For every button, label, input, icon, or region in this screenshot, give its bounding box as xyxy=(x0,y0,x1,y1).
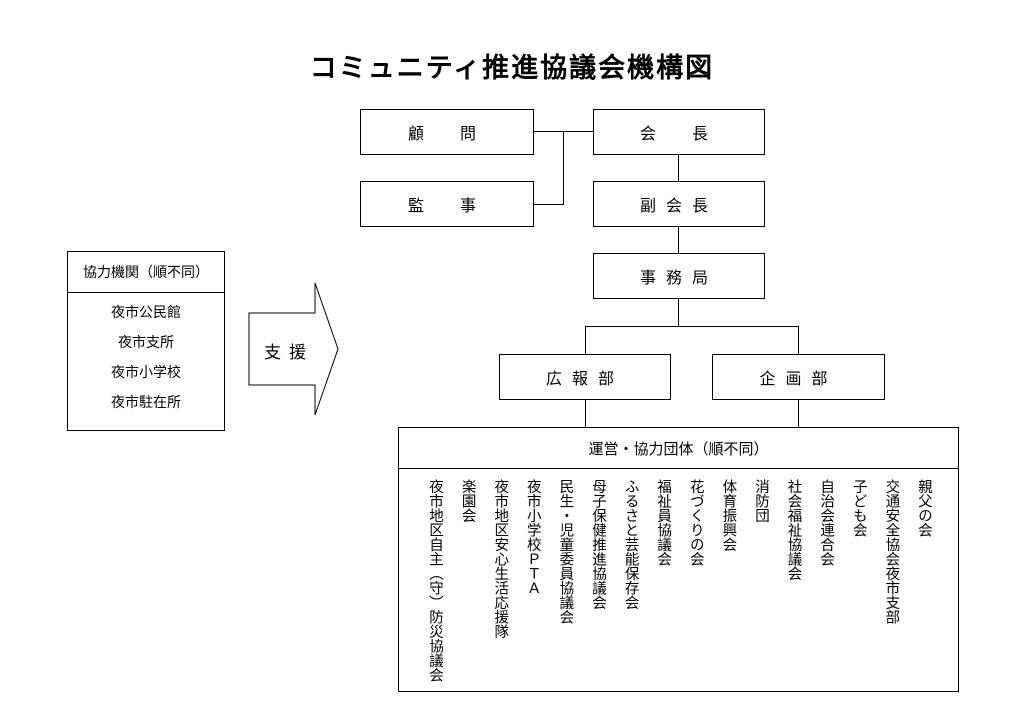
operating-groups-box: 運営・協力団体（順不同） 親父の会 交通安全協会夜市支部 子ども会 自治会連合会… xyxy=(398,427,959,692)
secretariat-label: 事務局 xyxy=(639,268,718,287)
connector-line xyxy=(585,326,586,354)
support-arrow-icon xyxy=(248,282,339,416)
list-item: 親父の会 xyxy=(915,479,932,537)
cooperating-orgs-heading: 協力機関（順不同） xyxy=(68,252,224,293)
list-item: 福祉員協議会 xyxy=(655,479,672,566)
planning-dept-label: 企画部 xyxy=(759,369,838,388)
vice-chair-box: 副会長 xyxy=(593,181,765,227)
cooperating-orgs-box: 協力機関（順不同） 夜市公民館 夜市支所 夜市小学校 夜市駐在所 xyxy=(67,251,225,431)
list-item: 夜市支所 xyxy=(118,335,174,351)
secretariat-box: 事務局 xyxy=(593,253,765,299)
list-item: 子ども会 xyxy=(850,479,867,537)
page-title: コミュニティ推進協議会機構図 xyxy=(309,53,715,84)
list-item: 夜市駐在所 xyxy=(111,395,181,411)
pr-dept-box: 広報部 xyxy=(499,354,671,400)
cooperating-orgs-list: 夜市公民館 夜市支所 夜市小学校 夜市駐在所 xyxy=(68,298,224,418)
connector-line xyxy=(678,226,679,253)
list-item: 楽園会 xyxy=(459,479,476,523)
connector-line xyxy=(678,154,679,181)
list-item: 夜市公民館 xyxy=(111,305,181,321)
list-item: 民生・児童委員協議会 xyxy=(557,479,574,624)
vice-chair-label: 副会長 xyxy=(639,196,718,215)
pr-dept-label: 広報部 xyxy=(545,369,624,388)
connector-line xyxy=(798,326,799,354)
connector-line xyxy=(678,298,679,326)
auditor-label: 監 事 xyxy=(407,196,486,215)
list-item: ふるさと芸能保存会 xyxy=(622,479,639,610)
list-item: 夜市小学校 xyxy=(111,365,181,381)
advisor-label: 顧 問 xyxy=(407,124,486,143)
list-item: 夜市小学校ＰＴＡ xyxy=(524,479,541,595)
list-item: 母子保健推進協議会 xyxy=(589,479,606,610)
list-item: 花づくりの会 xyxy=(687,479,704,566)
connector-line xyxy=(798,399,799,427)
chair-label: 会 長 xyxy=(639,124,718,143)
list-item: 夜市地区安心生活応援隊 xyxy=(492,479,509,639)
list-item: 交通安全協会夜市支部 xyxy=(883,479,900,624)
connector-line xyxy=(563,131,564,204)
chair-box: 会 長 xyxy=(593,109,765,155)
support-label: 支援 xyxy=(264,343,314,363)
list-item: 社会福祉協議会 xyxy=(785,479,802,581)
auditor-box: 監 事 xyxy=(360,181,534,227)
list-item: 夜市地区自主（守）防災協議会 xyxy=(427,479,443,682)
advisor-box: 顧 問 xyxy=(360,109,534,155)
list-item: 消防団 xyxy=(752,479,769,523)
list-item: 体育振興会 xyxy=(720,479,737,552)
connector-line xyxy=(585,399,586,427)
planning-dept-box: 企画部 xyxy=(712,354,885,400)
connector-line xyxy=(533,204,564,205)
list-item: 自治会連合会 xyxy=(818,479,835,566)
operating-groups-list: 親父の会 交通安全協会夜市支部 子ども会 自治会連合会 社会福祉協議会 消防団 … xyxy=(399,469,958,689)
operating-groups-heading: 運営・協力団体（順不同） xyxy=(399,428,958,469)
connector-line xyxy=(585,326,798,327)
